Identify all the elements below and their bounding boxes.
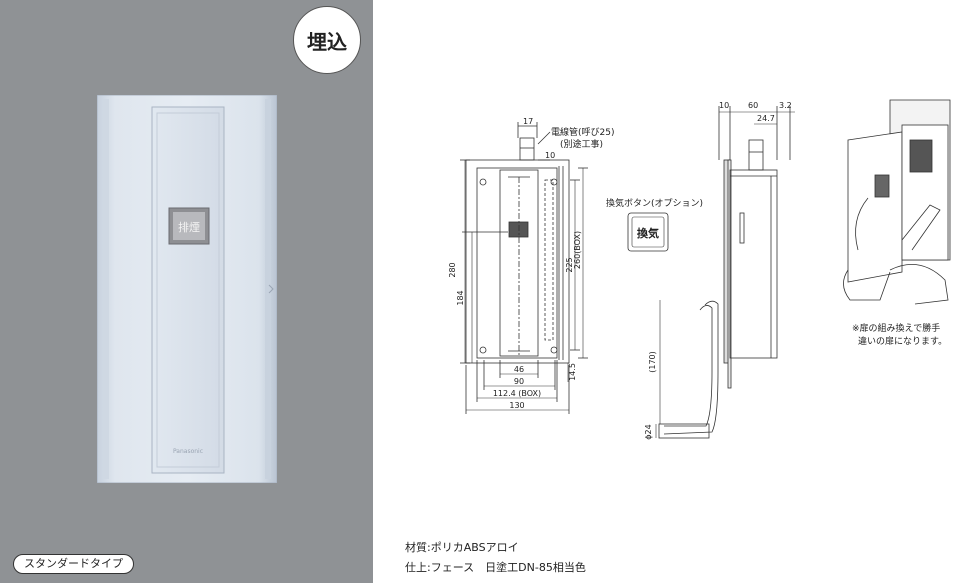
front-button	[508, 221, 529, 238]
device-rail-left	[103, 99, 109, 479]
dim-pipe-width: 17	[523, 117, 533, 126]
technical-drawing: 電線管(呼び25) (別途工事) 17 10 280 184 225 260(B…	[448, 99, 951, 440]
front-box	[476, 167, 558, 359]
dim-bottom-offset: 14.5	[568, 363, 577, 381]
side-flex-cable	[663, 300, 719, 435]
front-outer-frame	[465, 159, 570, 364]
product-photo-panel: 埋込 排煙 Panasonic スタンダードタイプ	[0, 0, 373, 583]
front-cable-pipe	[519, 137, 535, 161]
device-illustration: 排煙 Panasonic	[97, 95, 277, 483]
dim-side-24-7: 24.7	[757, 114, 775, 123]
dim-width-box: 112.4 (BOX)	[493, 389, 541, 398]
flush-mount-badge: 埋込	[293, 6, 361, 74]
dim-height-lower: 184	[456, 290, 465, 305]
side-cable-pipe	[748, 139, 764, 171]
dim-height-box: 260(BOX)	[573, 231, 582, 269]
dim-side-60: 60	[748, 101, 758, 110]
device-door	[151, 106, 225, 474]
dim-width-46: 46	[514, 365, 524, 374]
finish-spec: 仕上:フェース 日塗工DN-85相当色	[405, 561, 586, 574]
device-button-text: 排煙	[178, 220, 200, 234]
cable-pipe-label: 電線管(呼び25)	[551, 126, 614, 138]
front-door	[499, 169, 539, 357]
dim-top-offset: 10	[545, 151, 555, 160]
option-button-label: 換気ボタン(オプション)	[606, 197, 703, 209]
dim-side-170: (170)	[648, 351, 657, 373]
side-wall-board	[727, 159, 732, 389]
device-door-inner	[156, 112, 220, 468]
dim-side-24: ϕ24	[644, 424, 653, 439]
cable-pipe-note: (別途工事)	[560, 138, 603, 150]
material-spec: 材質:ポリカABSアロイ	[405, 541, 519, 554]
dim-height-inner: 225	[565, 257, 574, 272]
front-view	[460, 122, 588, 414]
door-note-line2: 違いの扉になります。	[858, 335, 947, 347]
dim-width-90: 90	[514, 377, 524, 386]
device-button	[173, 212, 205, 240]
door-swap-illustration	[843, 99, 951, 305]
option-button	[627, 212, 669, 252]
device-rail-right	[265, 99, 271, 479]
side-box	[729, 169, 778, 359]
device-hinge-mark	[268, 284, 274, 294]
door-note-line1: ※扉の組み換えで勝手	[852, 322, 940, 334]
dim-width-total: 130	[509, 401, 524, 410]
dim-side-3-2: 3.2	[779, 101, 792, 110]
type-label: スタンダードタイプ	[13, 554, 134, 574]
dim-height-total: 280	[448, 262, 457, 277]
dim-side-10: 10	[719, 101, 729, 110]
device-brand: Panasonic	[173, 448, 203, 455]
option-button-text: 換気	[637, 226, 659, 240]
side-view	[655, 106, 795, 439]
